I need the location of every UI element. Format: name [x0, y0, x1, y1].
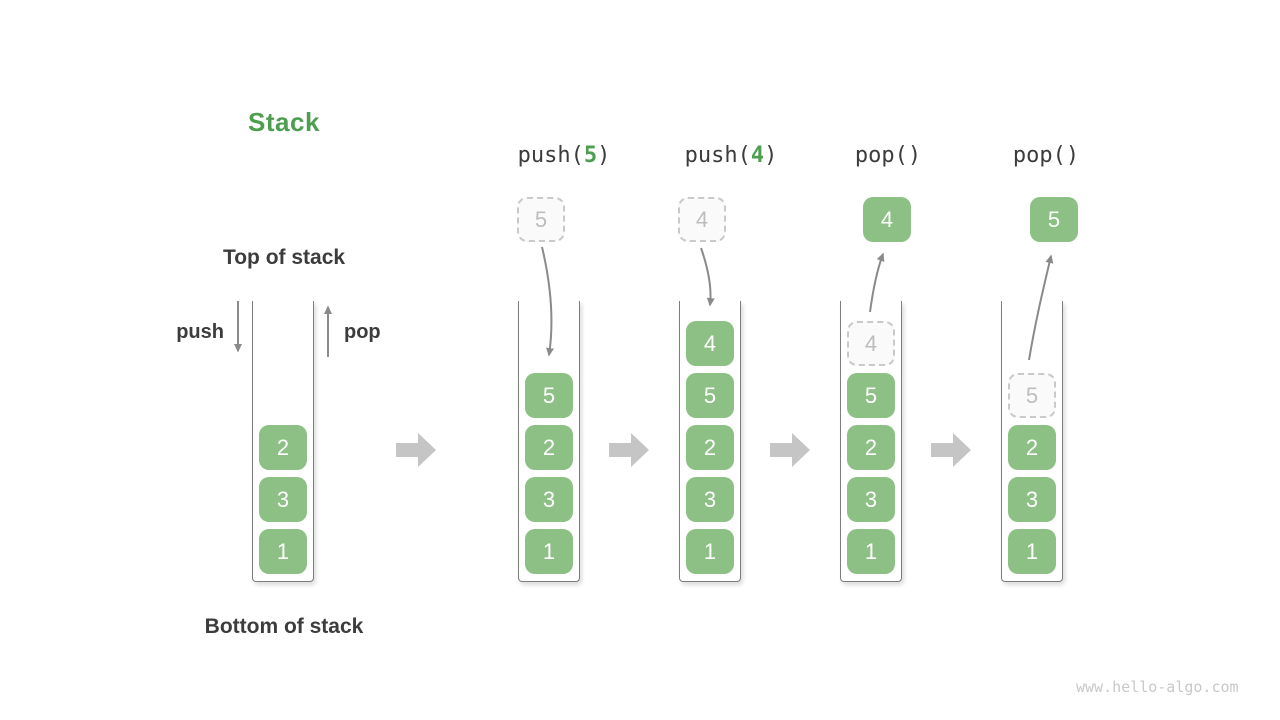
stack-cell: 5 — [847, 373, 895, 418]
stack-cell: 1 — [847, 529, 895, 574]
operation-suffix: ) — [597, 143, 611, 168]
operation-label-after-pop-4: pop() — [778, 143, 998, 168]
stack-cell: 3 — [1008, 477, 1056, 522]
operation-prefix: push( — [684, 143, 751, 168]
stack-cell: 3 — [847, 477, 895, 522]
stack-cell: 1 — [259, 529, 307, 574]
stack-cell: 4 — [686, 321, 734, 366]
push-annotation: push — [176, 321, 224, 343]
stack-cell: 2 — [1008, 425, 1056, 470]
stack-cell: 3 — [686, 477, 734, 522]
stack-cell: 2 — [259, 425, 307, 470]
step-arrow-3 — [770, 433, 810, 467]
watermark: www.hello-algo.com — [1076, 678, 1239, 696]
popped-value-cell: 4 — [863, 197, 911, 242]
stack-cell: 2 — [847, 425, 895, 470]
operation-arg: 4 — [750, 143, 765, 168]
top-of-stack-label: Top of stack — [222, 246, 346, 269]
stack-cell: 5 — [686, 373, 734, 418]
bottom-of-stack-label: Bottom of stack — [204, 615, 364, 638]
incoming-value-ghost: 4 — [678, 197, 726, 242]
operation-prefix: pop() — [854, 143, 922, 168]
operation-label-after-push-5: push(5) — [454, 143, 674, 168]
push-5-arrow — [541, 246, 555, 357]
operation-prefix: push( — [517, 143, 584, 168]
diagram-title: Stack — [248, 107, 320, 137]
step-arrow-4 — [931, 433, 971, 467]
operation-suffix: ) — [764, 143, 778, 168]
stack-cell: 5 — [525, 373, 573, 418]
step-arrow-1 — [396, 433, 436, 467]
stack-cell: 3 — [259, 477, 307, 522]
stack-cell: 1 — [1008, 529, 1056, 574]
stack-cell-ghost: 4 — [847, 321, 895, 366]
pop-annotation: pop — [344, 321, 381, 343]
popped-value-cell: 5 — [1030, 197, 1078, 242]
incoming-value-ghost: 5 — [517, 197, 565, 242]
step-arrow-2 — [609, 433, 649, 467]
push-4-arrow — [700, 247, 715, 307]
stack-cell: 3 — [525, 477, 573, 522]
stack-cell: 2 — [686, 425, 734, 470]
stack-cell: 1 — [686, 529, 734, 574]
operation-prefix: pop() — [1012, 143, 1080, 168]
operation-label-after-pop-5: pop() — [936, 143, 1156, 168]
operation-arg: 5 — [583, 143, 598, 168]
stack-cell: 1 — [525, 529, 573, 574]
operation-label-after-push-4: push(4) — [621, 143, 841, 168]
stack-cell-ghost: 5 — [1008, 373, 1056, 418]
pop-4-arrow — [869, 252, 885, 313]
stack-cell: 2 — [525, 425, 573, 470]
pop-5-arrow — [1028, 254, 1054, 361]
